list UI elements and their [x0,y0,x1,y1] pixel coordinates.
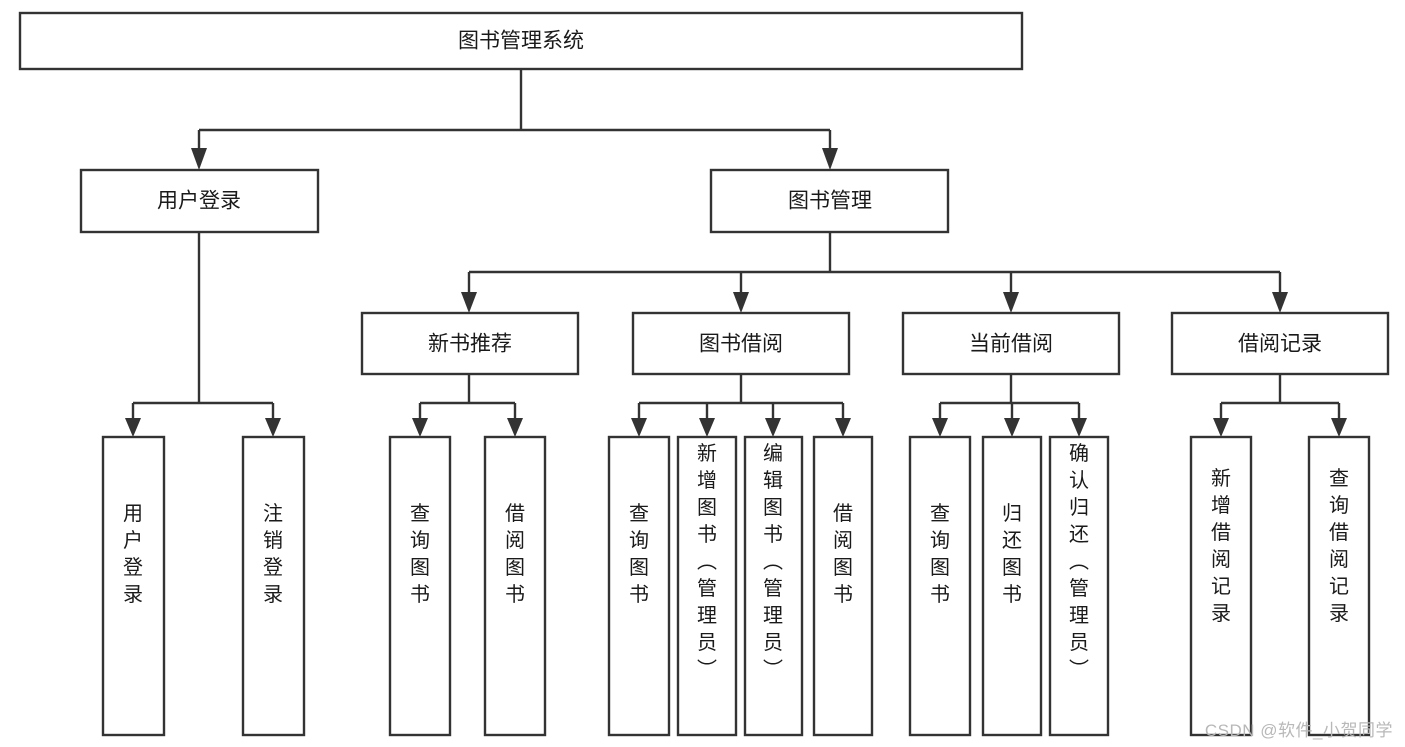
node-leaf9-box[interactable] [908,435,972,737]
arrowhead-icon [507,418,523,437]
node-leaf12[interactable]: 新增借阅记录 [1189,435,1253,737]
node-leaf13-box[interactable] [1307,435,1371,737]
link-current-bus [938,374,1081,425]
node-leaf1[interactable]: 用户登录 [101,435,166,737]
node-leaf9-label: 查询图书 [930,502,950,606]
node-current-box[interactable] [901,311,1121,376]
node-leaf4-box[interactable] [483,435,547,737]
node-leaf6-box[interactable] [676,435,738,737]
arrowhead-icon [461,292,477,313]
node-leaf3-label: 查询图书 [410,502,430,606]
node-leaf5-box[interactable] [607,435,671,737]
node-borrow[interactable]: 图书借阅 [631,311,851,376]
arrowhead-icon [835,418,851,437]
node-leaf4[interactable]: 借阅图书 [483,435,547,737]
node-leaf11[interactable]: 确认归还︵管理员︶ [1048,435,1110,737]
node-leaf12-label: 新增借阅记录 [1211,467,1231,625]
node-borrow-label: 图书借阅 [699,333,783,356]
arrowhead-icon [1003,292,1019,313]
node-leaf4-label: 借阅图书 [505,502,525,606]
link-borrow-bus [637,374,845,425]
node-current-label: 当前借阅 [969,333,1053,356]
node-leaf2-box[interactable] [241,435,306,737]
node-leaf2[interactable]: 注销登录 [241,435,306,737]
node-leaf7-box[interactable] [743,435,804,737]
node-leaf13[interactable]: 查询借阅记录 [1307,435,1371,737]
node-leaf8-label: 借阅图书 [833,502,853,606]
node-leaf5[interactable]: 查询图书 [607,435,671,737]
arrowhead-icon [1213,418,1229,437]
csdn-watermark: CSDN @软件_小贺同学 [1204,721,1393,740]
arrowhead-icon [822,148,838,170]
arrowhead-icon [265,418,281,437]
node-newbook-label: 新书推荐 [428,333,512,356]
node-leaf8-box[interactable] [812,435,874,737]
node-login[interactable]: 用户登录 [79,168,320,234]
node-current[interactable]: 当前借阅 [901,311,1121,376]
node-bookmgr-box[interactable] [709,168,950,234]
arrowhead-icon [699,418,715,437]
node-bookmgr[interactable]: 图书管理 [709,168,950,234]
node-leaf6[interactable]: 新增图书︵管理员︶ [676,435,738,737]
connector-group [131,69,1341,425]
node-newbook[interactable]: 新书推荐 [360,311,580,376]
node-leaf13-label: 查询借阅记录 [1329,467,1349,625]
link-root-bus [197,69,832,152]
arrowhead-icon [932,418,948,437]
node-login-label: 用户登录 [157,190,241,213]
arrowhead-icon [191,148,207,170]
link-login-bus [131,232,275,425]
node-leaf3-box[interactable] [388,435,452,737]
node-leaf8[interactable]: 借阅图书 [812,435,874,737]
node-leaf7-label: 编辑图书︵管理员︶ [763,442,783,681]
link-newbook-bus [418,374,517,425]
arrowhead-icon [1004,418,1020,437]
node-leaf7[interactable]: 编辑图书︵管理员︶ [743,435,804,737]
leaf-node-group: 用户登录 注销登录 查询图书 借阅图书 查询图书 新增图书︵管理员︶ [101,435,1371,737]
node-leaf6-label: 新增图书︵管理员︶ [697,442,717,681]
node-root[interactable]: 图书管理系统 [18,11,1024,71]
node-leaf1-box[interactable] [101,435,166,737]
node-leaf10-label: 归还图书 [1002,502,1022,606]
node-leaf9[interactable]: 查询图书 [908,435,972,737]
node-leaf10[interactable]: 归还图书 [981,435,1043,737]
node-leaf1-label: 用户登录 [123,503,143,606]
node-leaf10-box[interactable] [981,435,1043,737]
node-leaf5-label: 查询图书 [629,502,649,606]
link-records-bus [1219,374,1341,425]
node-root-box[interactable] [18,11,1024,71]
arrowhead-icon [1331,418,1347,437]
node-borrow-box[interactable] [631,311,851,376]
node-records-box[interactable] [1170,311,1390,376]
node-leaf11-box[interactable] [1048,435,1110,737]
node-leaf3[interactable]: 查询图书 [388,435,452,737]
node-leaf2-label: 注销登录 [263,502,283,606]
node-login-box[interactable] [79,168,320,234]
node-leaf12-box[interactable] [1189,435,1253,737]
arrowhead-icon [1071,418,1087,437]
node-root-label: 图书管理系统 [458,30,584,53]
arrowhead-group [125,148,1347,437]
node-records[interactable]: 借阅记录 [1170,311,1390,376]
node-records-label: 借阅记录 [1238,333,1322,356]
node-bookmgr-label: 图书管理 [788,190,872,213]
node-leaf11-label: 确认归还︵管理员︶ [1069,442,1089,681]
arrowhead-icon [125,418,141,437]
link-bookmgr-bus [467,232,1282,296]
arrowhead-icon [765,418,781,437]
arrowhead-icon [412,418,428,437]
arrowhead-icon [1272,292,1288,313]
arrowhead-icon [631,418,647,437]
node-newbook-box[interactable] [360,311,580,376]
arrowhead-icon [733,292,749,313]
